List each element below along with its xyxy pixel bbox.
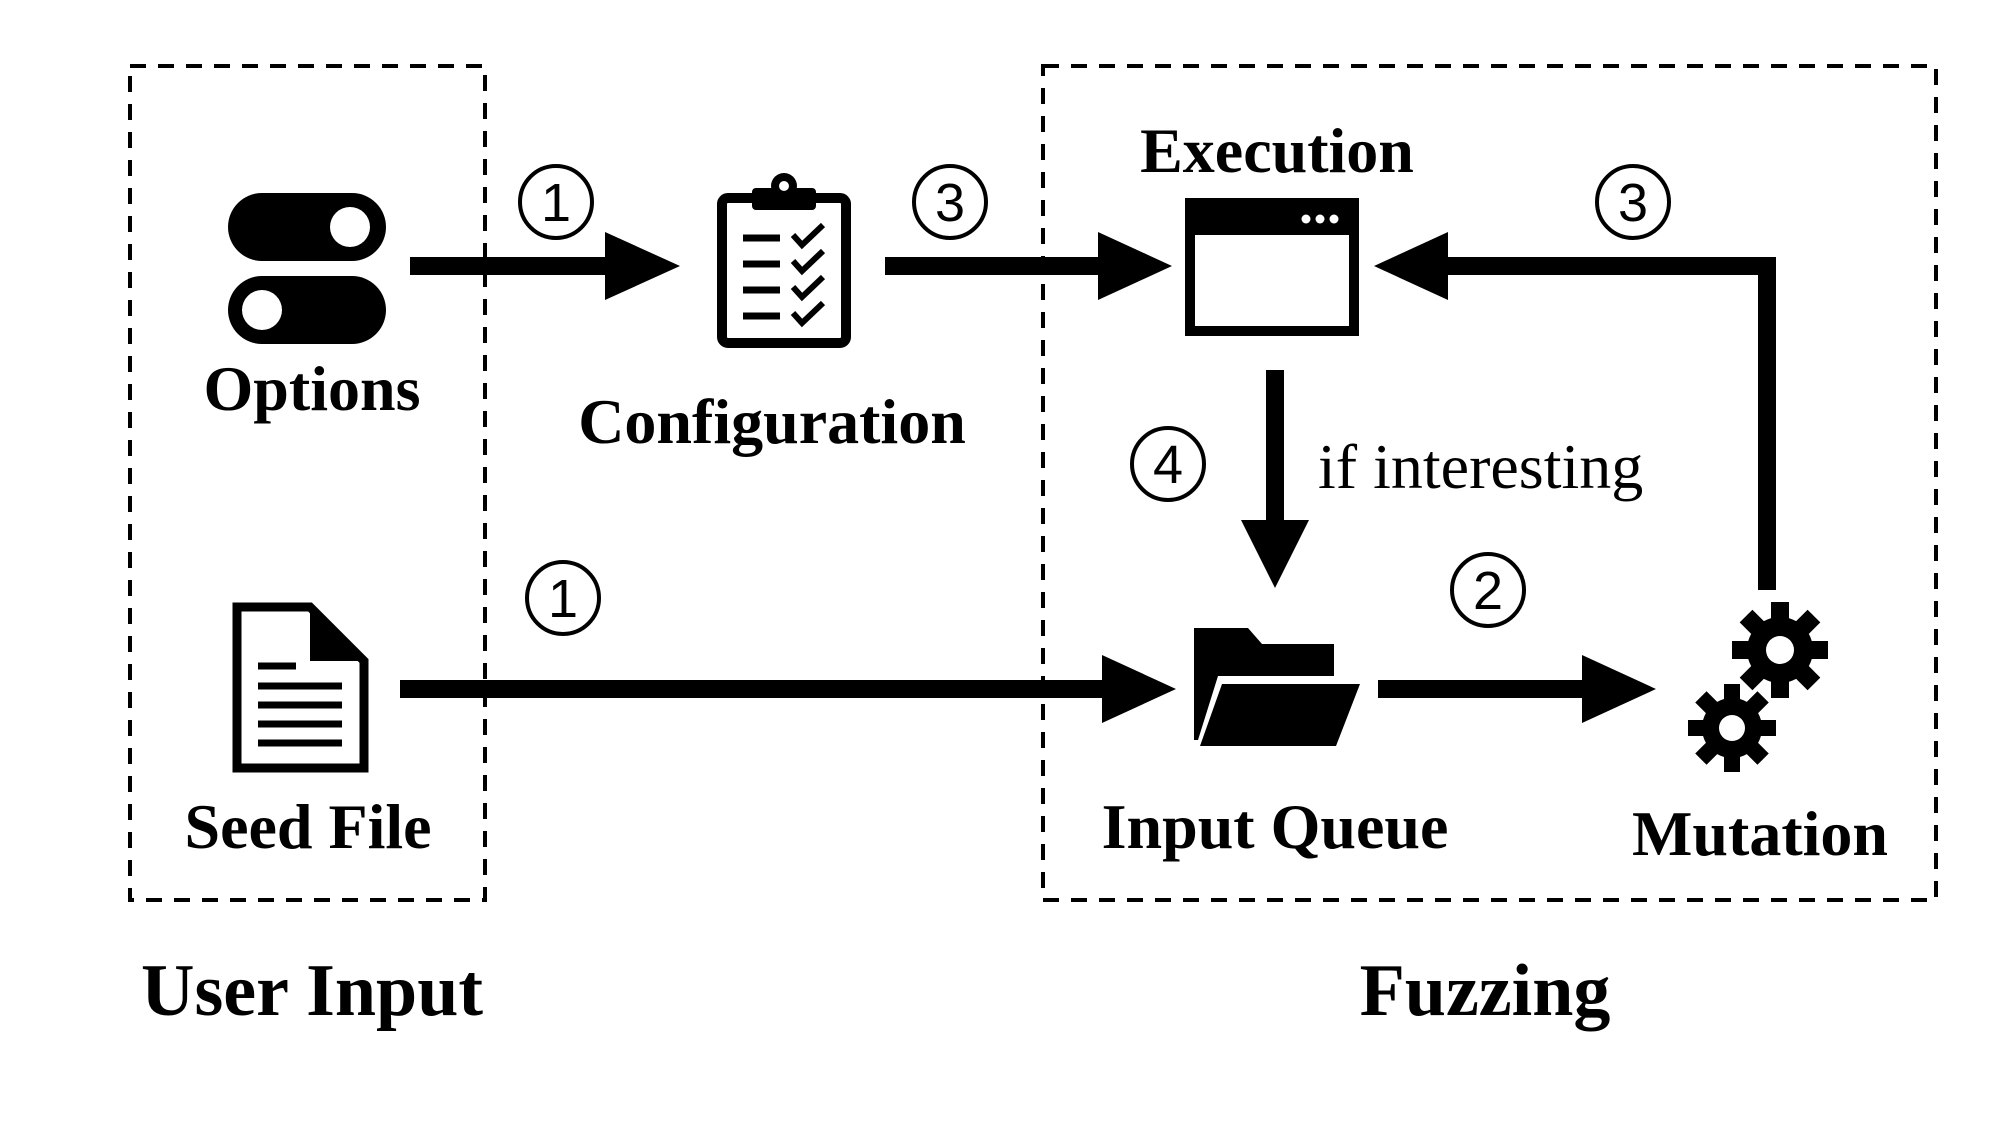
svg-text:2: 2 (1473, 561, 1503, 621)
step-marker-mutation-to-execution: 3 (1595, 164, 1671, 240)
arrow-input-queue-to-mutation (1378, 655, 1656, 723)
svg-text:4: 4 (1153, 435, 1183, 495)
open-folder-icon (1194, 628, 1360, 746)
user-input-group-box (128, 64, 487, 902)
arrow-configuration-to-execution (885, 232, 1172, 300)
step-marker-seed-file-to-input-queue: 1 (525, 560, 601, 636)
user-input-group-label: User Input (141, 950, 483, 1032)
clipboard-checklist-icon (717, 173, 851, 348)
step-marker-execution-to-input-queue: 4 (1130, 426, 1206, 502)
arrow-mutation-to-execution (1374, 232, 1776, 590)
options-label: Options (204, 353, 421, 424)
program-window-icon (1185, 198, 1359, 336)
arrow-execution-to-input-queue (1241, 370, 1309, 588)
gears-icon (1688, 602, 1828, 772)
step-marker-options-to-configuration: 1 (518, 164, 594, 240)
input-queue-label: Input Queue (1102, 791, 1449, 862)
configuration-label: Configuration (578, 386, 966, 457)
step-marker-configuration-to-execution: 3 (912, 164, 988, 240)
if-interesting-label: if interesting (1318, 431, 1643, 502)
svg-text:1: 1 (548, 569, 578, 629)
mutation-label: Mutation (1632, 798, 1888, 869)
svg-text:1: 1 (541, 173, 571, 233)
fuzzing-group-label: Fuzzing (1360, 950, 1611, 1032)
document-icon (232, 602, 369, 773)
fuzzing-group-box (1041, 64, 1938, 902)
arrow-seed-file-to-input-queue (400, 655, 1176, 723)
toggle-switches-icon (228, 193, 386, 344)
execution-label: Execution (1140, 115, 1414, 186)
svg-text:3: 3 (1618, 173, 1648, 233)
arrow-options-to-configuration (410, 232, 680, 300)
step-marker-input-queue-to-mutation: 2 (1450, 552, 1526, 628)
svg-text:3: 3 (935, 173, 965, 233)
seed-file-label: Seed File (184, 791, 431, 862)
